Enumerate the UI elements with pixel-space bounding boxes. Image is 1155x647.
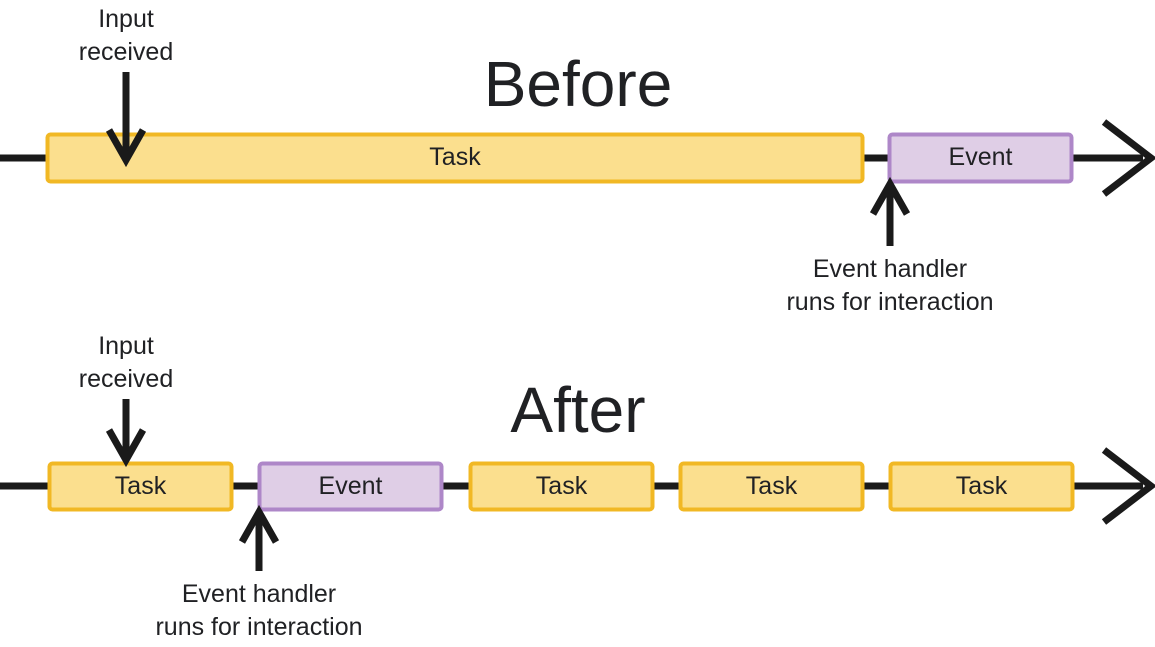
timeline-group-before [0, 72, 1155, 246]
task-block-after-task-3[interactable] [678, 461, 865, 512]
timeline-arrowhead-after [1101, 447, 1155, 525]
event-block-before-event-1[interactable] [887, 132, 1074, 184]
annotation-arrowhead-input-received-after [105, 428, 147, 468]
task-block-before-task-1[interactable] [45, 132, 865, 184]
timeline-group-after [0, 399, 1155, 571]
annotation-event-handler-after: Event handler runs for interaction [155, 580, 363, 641]
section-title-after: After [510, 374, 646, 446]
timeline-arrowhead-before [1101, 119, 1155, 197]
annotation-event-handler-before: Event handler runs for interaction [786, 255, 994, 316]
annotation-input-received-after: Input received [78, 332, 174, 393]
annotation-input-received-before: Input received [78, 5, 174, 66]
task-block-after-task-4[interactable] [888, 461, 1075, 512]
task-block-after-task-1[interactable] [47, 461, 234, 512]
event-block-after-event-1[interactable] [257, 461, 444, 512]
annotation-arrowhead-event-handler-before [869, 176, 911, 216]
annotation-arrowhead-input-received-before [105, 128, 147, 168]
task-block-after-task-2[interactable] [468, 461, 655, 512]
annotation-arrowhead-event-handler-after [238, 504, 280, 544]
section-title-before: Before [483, 48, 673, 120]
